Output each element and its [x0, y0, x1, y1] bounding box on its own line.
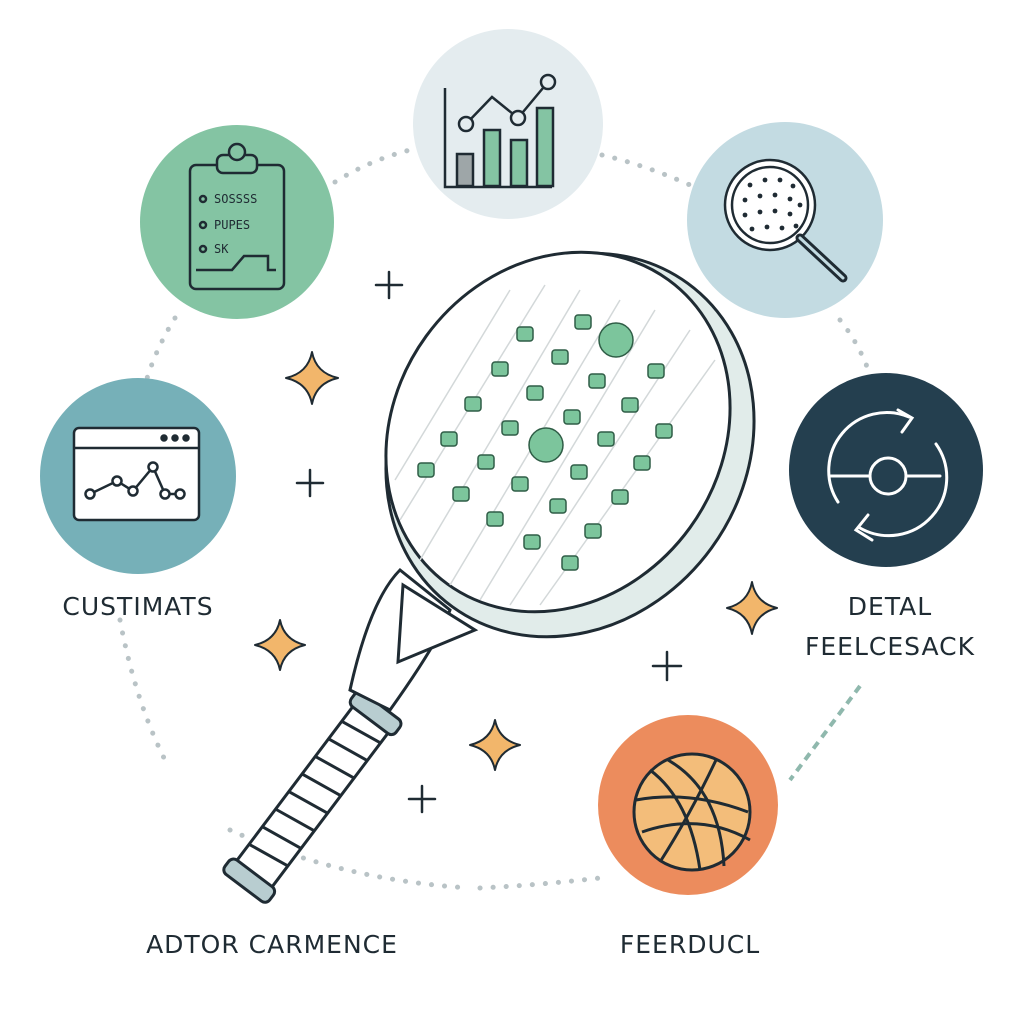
clipboard-line-3: SK	[214, 242, 229, 256]
ball-node[interactable]	[598, 715, 778, 895]
padel-racket-icon[interactable]	[221, 180, 829, 904]
browser-node-label: CUSTIMATS	[62, 592, 214, 621]
browser-chart-icon	[72, 426, 201, 522]
plus-icon	[374, 270, 404, 300]
clipboard-line-2: PUPES	[214, 218, 250, 232]
racket-holes	[417, 314, 673, 571]
center-label: ADTOR CARMENCE	[146, 930, 398, 959]
clipboard-line-1: SOSSSS	[214, 192, 257, 206]
refresh-node[interactable]	[789, 373, 983, 567]
magnifier-dots	[742, 177, 803, 232]
clipboard-icon	[188, 142, 286, 291]
racket-throat-hole	[396, 582, 479, 665]
dashed-connector	[788, 684, 862, 782]
clipboard-node[interactable]: SOSSSS PUPES SK	[140, 125, 334, 319]
browser-node[interactable]	[40, 378, 236, 574]
refresh-icon	[827, 408, 949, 542]
plus-icon	[407, 784, 437, 814]
sparkle-icon	[469, 719, 521, 771]
sparkle-icons	[254, 351, 778, 771]
ball-node-label: FEERDUCL	[619, 930, 761, 959]
clipboard-node-circle	[140, 125, 334, 319]
bar-line-chart-icon	[443, 73, 557, 189]
magnifier-icon	[723, 158, 848, 283]
refresh-node-label-line1: DETAL	[847, 592, 933, 621]
sparkle-icon	[254, 619, 306, 671]
refresh-node-label-line2: FEELCESACK	[805, 632, 975, 661]
magnifier-node[interactable]	[687, 122, 883, 318]
racket-handle	[222, 689, 403, 904]
chart-node[interactable]	[413, 29, 603, 219]
plus-icon	[295, 468, 325, 498]
chart-node-circle	[413, 29, 603, 219]
plus-icons	[295, 270, 683, 814]
plus-icon	[651, 650, 683, 682]
refresh-node-circle	[789, 373, 983, 567]
sparkle-icon	[285, 351, 339, 405]
volleyball-icon	[632, 752, 752, 872]
sparkle-icon	[726, 581, 778, 635]
